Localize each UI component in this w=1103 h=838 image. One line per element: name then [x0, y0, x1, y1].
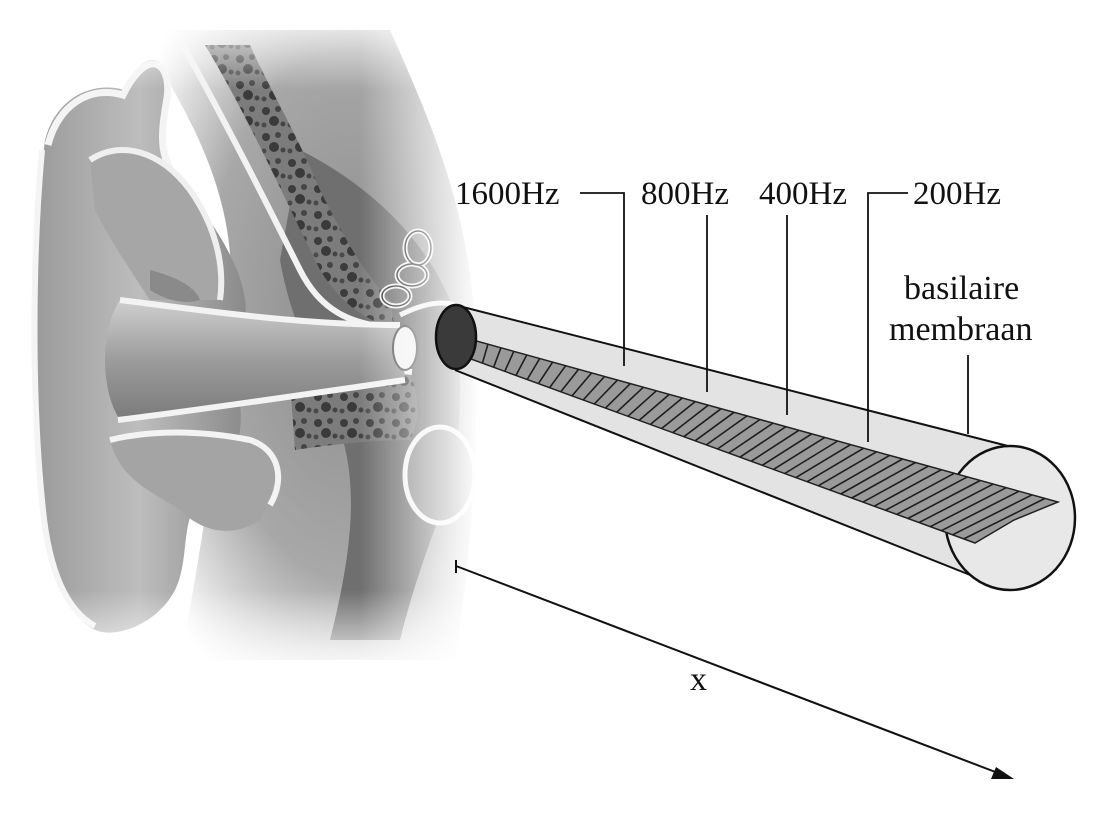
membrane-rib: [941, 490, 1020, 532]
membrane-rib: [717, 418, 761, 450]
membrane-rib: [672, 404, 709, 434]
membrane-rib: [795, 443, 852, 479]
membrane-rib: [862, 465, 929, 503]
membrane-rib: [907, 479, 981, 520]
membrane-rib: [873, 468, 942, 507]
x-axis-label: x: [690, 661, 707, 698]
membrane-rib: [739, 426, 787, 458]
membrane-rib: [694, 411, 735, 442]
membrane-rib: [963, 497, 1046, 540]
membrane-label-line1: basilaire: [904, 270, 1019, 307]
membrane-rib: [952, 494, 1033, 536]
membrane-rib: [515, 354, 528, 376]
membrane-rib: [660, 400, 696, 430]
membrane-rib: [683, 408, 722, 438]
membrane-rib: [851, 461, 916, 499]
x-axis-arrowhead: [991, 767, 1014, 779]
freq-label-1600hz: 1600Hz: [455, 176, 559, 212]
x-axis-line: [455, 565, 999, 774]
tube-near-opening: [434, 303, 478, 371]
x-axis: x: [455, 560, 1014, 779]
freq-label-200hz: 200Hz: [913, 176, 1001, 212]
membrane-rib: [773, 436, 826, 471]
membrane-rib: [481, 343, 489, 364]
membrane-rib: [548, 365, 567, 389]
membrane-label-line2: membraan: [889, 311, 1033, 348]
membrane-rib: [560, 368, 580, 393]
membrane-rib: [829, 454, 890, 491]
membrane-rib: [817, 451, 878, 487]
membrane-rib: [582, 375, 606, 401]
membrane-rib: [784, 440, 839, 475]
membrane-rib: [616, 386, 644, 413]
cochlea-tube: [434, 303, 1077, 592]
freq-label-800hz: 800Hz: [641, 176, 729, 212]
ear-anatomy: [0, 0, 480, 680]
membrane-rib: [537, 361, 554, 385]
membrane-rib: [750, 429, 800, 462]
membrane-rib: [728, 422, 774, 454]
membrane-rib: [929, 486, 1007, 528]
membrane-rib: [761, 433, 813, 466]
membrane-rib: [492, 347, 502, 368]
membrane-rib: [918, 483, 994, 524]
membrane-rib: [705, 415, 748, 446]
membrane-rib: [604, 383, 631, 409]
frequency-markers: 1600Hz 800Hz 400Hz 200Hz: [455, 176, 1001, 442]
membrane-rib: [504, 350, 515, 372]
leader-line-200hz: [867, 192, 908, 442]
membrane-rib: [840, 458, 903, 495]
membrane-label-group: basilaire membraan: [889, 270, 1033, 434]
membrane-rib: [649, 397, 683, 426]
membrane-rib: [885, 472, 955, 512]
membrane-ribs: [470, 340, 1046, 540]
membrane-rib: [593, 379, 619, 405]
membrane-rib: [571, 372, 593, 397]
membrane-rib: [638, 393, 670, 422]
freq-label-400hz: 400Hz: [759, 176, 847, 212]
leader-line-1600hz: [580, 192, 625, 366]
membrane-rib: [526, 358, 541, 380]
membrane-rib: [806, 447, 865, 483]
membrane-rib: [896, 476, 968, 516]
membrane-rib: [627, 390, 657, 417]
